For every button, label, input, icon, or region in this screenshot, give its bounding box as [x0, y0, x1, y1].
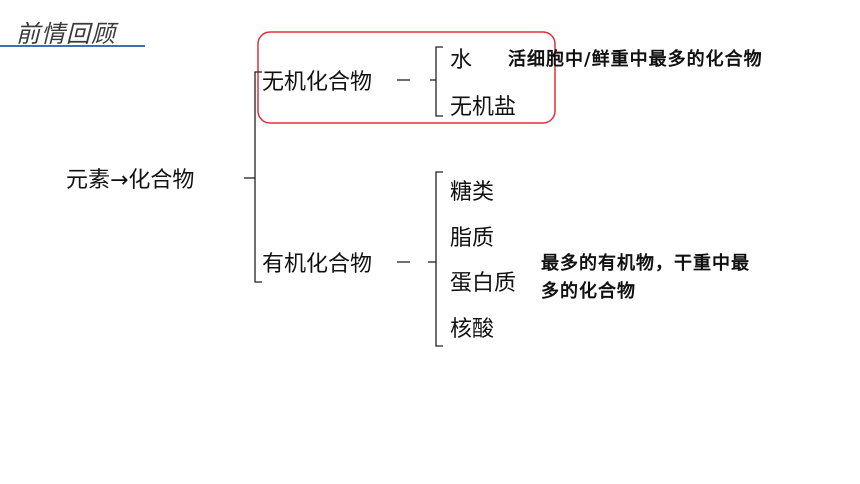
- organic-label: 有机化合物: [262, 252, 373, 277]
- page-title: 前情回顾: [16, 20, 116, 48]
- organic-item-lipid: 脂质: [450, 226, 495, 251]
- organic-item-sugar: 糖类: [450, 180, 495, 205]
- organic-item-nucleic-acid: 核酸: [450, 317, 495, 342]
- inorganic-item-water: 水: [450, 48, 473, 73]
- inorganic-bracket: [435, 46, 443, 117]
- root-bracket: [254, 71, 262, 283]
- inorganic-label: 无机化合物: [262, 70, 373, 95]
- inorganic-item-salt: 无机盐: [450, 95, 517, 120]
- protein-note-line2: 多的化合物: [541, 281, 636, 302]
- organic-bracket: [435, 171, 443, 347]
- highlight-box: [257, 31, 556, 124]
- water-note: 活细胞中/鲜重中最多的化合物: [508, 49, 763, 70]
- title-underline: [0, 45, 145, 47]
- organic-item-protein: 蛋白质: [450, 271, 517, 296]
- root-label: 元素→化合物: [66, 168, 195, 193]
- protein-note-line1: 最多的有机物，干重中最: [541, 253, 750, 274]
